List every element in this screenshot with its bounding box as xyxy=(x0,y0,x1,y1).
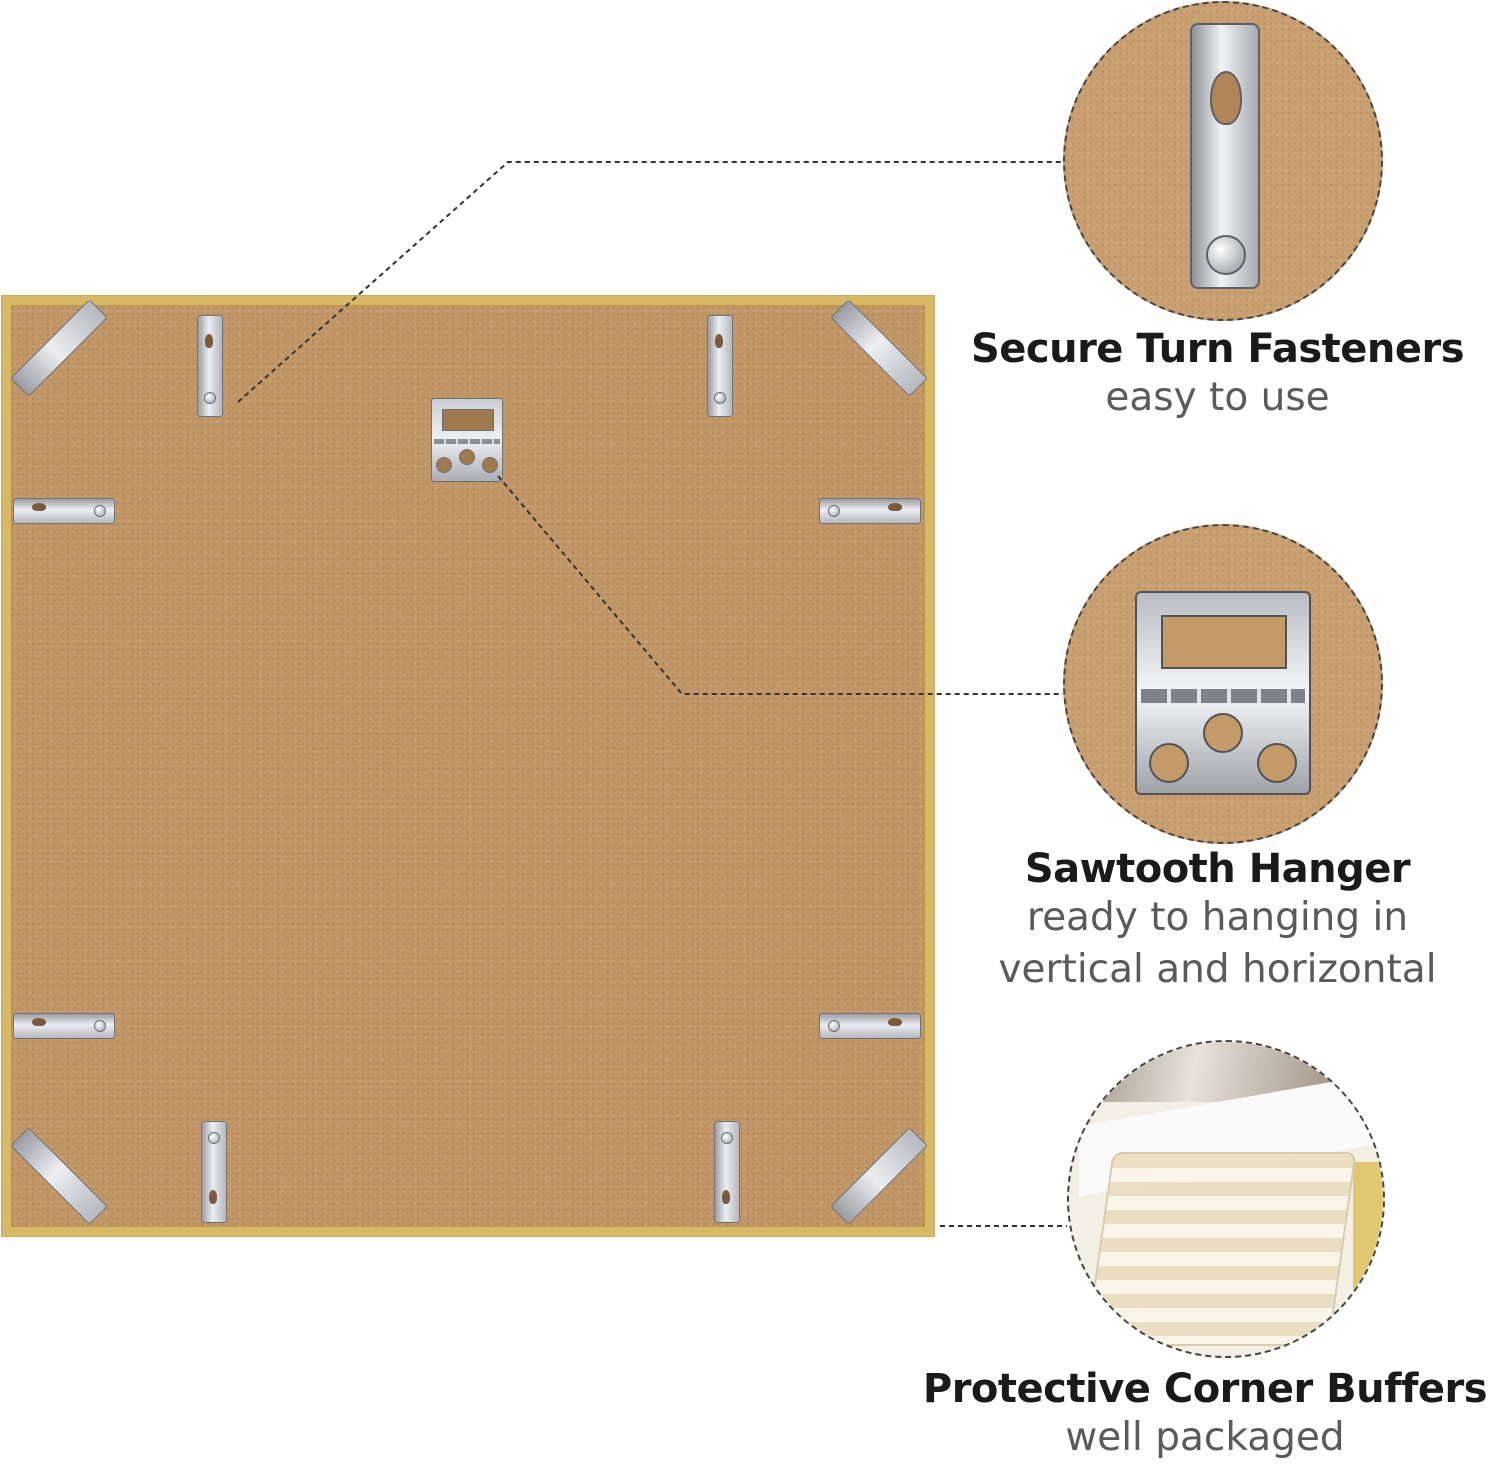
feature-fasteners-label: Secure Turn Fasteners easy to use xyxy=(940,326,1495,424)
turn-fastener-icon xyxy=(201,1121,227,1223)
turn-fastener-icon xyxy=(1190,23,1260,289)
feature-subtitle: well packaged xyxy=(1065,1415,1345,1460)
turn-fastener-icon xyxy=(707,315,733,417)
turn-fastener-icon xyxy=(197,315,223,417)
feature-title: Sawtooth Hanger xyxy=(1024,846,1411,892)
turn-fastener-icon xyxy=(13,1013,115,1039)
feature-subtitle: ready to hanging in xyxy=(1026,895,1409,940)
feature-subtitle: vertical and horizontal xyxy=(998,947,1437,992)
feature-title: Secure Turn Fasteners xyxy=(970,326,1465,372)
turn-fastener-icon xyxy=(714,1121,740,1223)
turn-fastener-icon xyxy=(13,498,115,524)
feature-buffers-label: Protective Corner Buffers well packaged xyxy=(910,1366,1500,1464)
sawtooth-hanger-icon xyxy=(1135,591,1311,795)
turn-fastener-icon xyxy=(819,1013,921,1039)
sawtooth-hanger-icon xyxy=(431,398,503,482)
corner-buffer-icon xyxy=(1085,1152,1357,1346)
feature-subtitle: easy to use xyxy=(1105,375,1330,420)
buffer-detail-circle xyxy=(1067,1040,1385,1358)
fastener-detail-circle xyxy=(1063,1,1383,321)
hanger-detail-circle xyxy=(1063,524,1383,844)
feature-title: Protective Corner Buffers xyxy=(922,1366,1488,1412)
feature-hanger-label: Sawtooth Hanger ready to hanging in vert… xyxy=(930,846,1500,996)
turn-fastener-icon xyxy=(819,498,921,524)
